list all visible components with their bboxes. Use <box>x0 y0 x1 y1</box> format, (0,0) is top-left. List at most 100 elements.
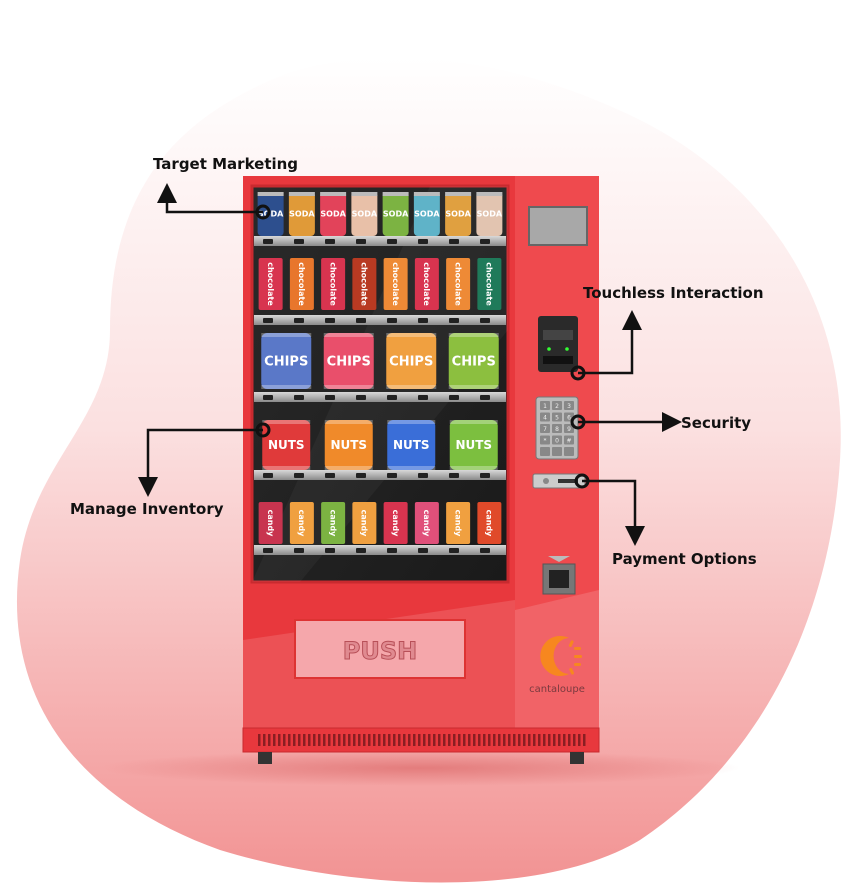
keypad-key[interactable]: 3 <box>564 401 574 410</box>
keypad-key[interactable] <box>564 447 574 456</box>
grill-slot <box>273 734 276 746</box>
keypad-key-label: 5 <box>555 415 559 422</box>
product-label: SODA <box>258 210 284 219</box>
grill-slot <box>303 734 306 746</box>
grill-slot <box>378 734 381 746</box>
grill-slot <box>258 734 261 746</box>
keypad-key[interactable]: 9 <box>564 424 574 433</box>
product-label: CHIPS <box>264 354 308 369</box>
grill-slot <box>318 734 321 746</box>
product-row4: NUTS <box>449 420 498 470</box>
grill-slot <box>353 734 356 746</box>
product-label: candy <box>485 510 494 538</box>
product-row5: candy <box>321 502 346 544</box>
product-label: SODA <box>352 210 378 219</box>
product-row1: SODA <box>351 192 378 236</box>
keypad-key[interactable]: 4 <box>540 412 550 422</box>
touchless-reader[interactable] <box>538 316 578 372</box>
grill-slot <box>288 734 291 746</box>
keypad-key[interactable] <box>552 447 562 456</box>
keypad-key[interactable]: * <box>540 435 550 445</box>
product-label: NUTS <box>393 438 430 452</box>
product-row3: CHIPS <box>323 333 374 389</box>
product-label: CHIPS <box>389 354 433 369</box>
product-row1: SODA <box>413 192 440 236</box>
grill-slot <box>553 734 556 746</box>
grill-slot <box>488 734 491 746</box>
product-row4: NUTS <box>387 420 436 470</box>
grill-slot <box>298 734 301 746</box>
product-label: chocolate <box>328 262 337 306</box>
label-target-marketing: Target Marketing <box>153 155 298 173</box>
grill-slot <box>523 734 526 746</box>
product-label: NUTS <box>455 438 492 452</box>
grill-slot <box>348 734 351 746</box>
shelf <box>254 545 506 555</box>
grill-slot <box>268 734 271 746</box>
grill-slot <box>548 734 551 746</box>
product-row2: chocolate <box>446 258 471 310</box>
grill-slot <box>453 734 456 746</box>
product-label: candy <box>453 510 462 538</box>
product-row2: chocolate <box>289 258 314 310</box>
grill-slot <box>283 734 286 746</box>
grill-slot <box>418 734 421 746</box>
shelf <box>254 392 506 402</box>
keypad-key[interactable] <box>540 447 550 456</box>
grill-slot <box>563 734 566 746</box>
product-row1: SODA <box>257 192 284 236</box>
product-label: SODA <box>414 210 440 219</box>
grill-slot <box>358 734 361 746</box>
product-row5: candy <box>258 502 283 544</box>
grill-slot <box>493 734 496 746</box>
product-row5: candy <box>446 502 471 544</box>
product-row5: candy <box>383 502 408 544</box>
grill-slot <box>448 734 451 746</box>
keypad-key[interactable]: 7 <box>540 424 550 433</box>
grill-slot <box>313 734 316 746</box>
grill-slot <box>573 734 576 746</box>
product-label: chocolate <box>391 262 400 306</box>
grill-slot <box>308 734 311 746</box>
grill-slot <box>528 734 531 746</box>
grill-slot <box>368 734 371 746</box>
product-row5: candy <box>477 502 502 544</box>
foot <box>258 752 272 764</box>
grill-slot <box>578 734 581 746</box>
brand-name: cantaloupe <box>529 684 585 695</box>
keypad-key[interactable]: # <box>564 435 574 445</box>
grill-slot <box>463 734 466 746</box>
product-label: chocolate <box>297 262 306 306</box>
grill-slot <box>538 734 541 746</box>
keypad-key-label: 0 <box>555 438 559 445</box>
product-row3: CHIPS <box>261 333 312 389</box>
keypad-key-label: 9 <box>567 426 571 433</box>
label-touchless-interaction: Touchless Interaction <box>583 284 764 302</box>
grill-slot <box>443 734 446 746</box>
push-label: PUSH <box>343 637 417 665</box>
grill-slot <box>293 734 296 746</box>
grill-slot <box>383 734 386 746</box>
grill-slot <box>388 734 391 746</box>
product-label: chocolate <box>485 262 494 306</box>
product-label: chocolate <box>266 262 275 306</box>
cantaloupe-logo: cantaloupe <box>529 636 585 695</box>
grill-slot <box>343 734 346 746</box>
keypad-key[interactable]: 1 <box>540 401 550 410</box>
product-row3: CHIPS <box>448 333 499 389</box>
coin-return[interactable] <box>542 563 576 595</box>
keypad-key[interactable]: 5 <box>552 412 562 422</box>
keypad-key[interactable]: 8 <box>552 424 562 433</box>
grill-slot <box>518 734 521 746</box>
product-row2: chocolate <box>414 258 439 310</box>
push-door[interactable]: PUSH <box>294 619 466 679</box>
product-label: CHIPS <box>327 354 371 369</box>
product-label: SODA <box>320 210 346 219</box>
keypad-key-label: 8 <box>555 426 559 433</box>
keypad-key[interactable]: 0 <box>552 435 562 445</box>
keypad-key[interactable]: 2 <box>552 401 562 410</box>
product-row2: chocolate <box>258 258 283 310</box>
product-label: SODA <box>383 210 409 219</box>
grill-slot <box>363 734 366 746</box>
